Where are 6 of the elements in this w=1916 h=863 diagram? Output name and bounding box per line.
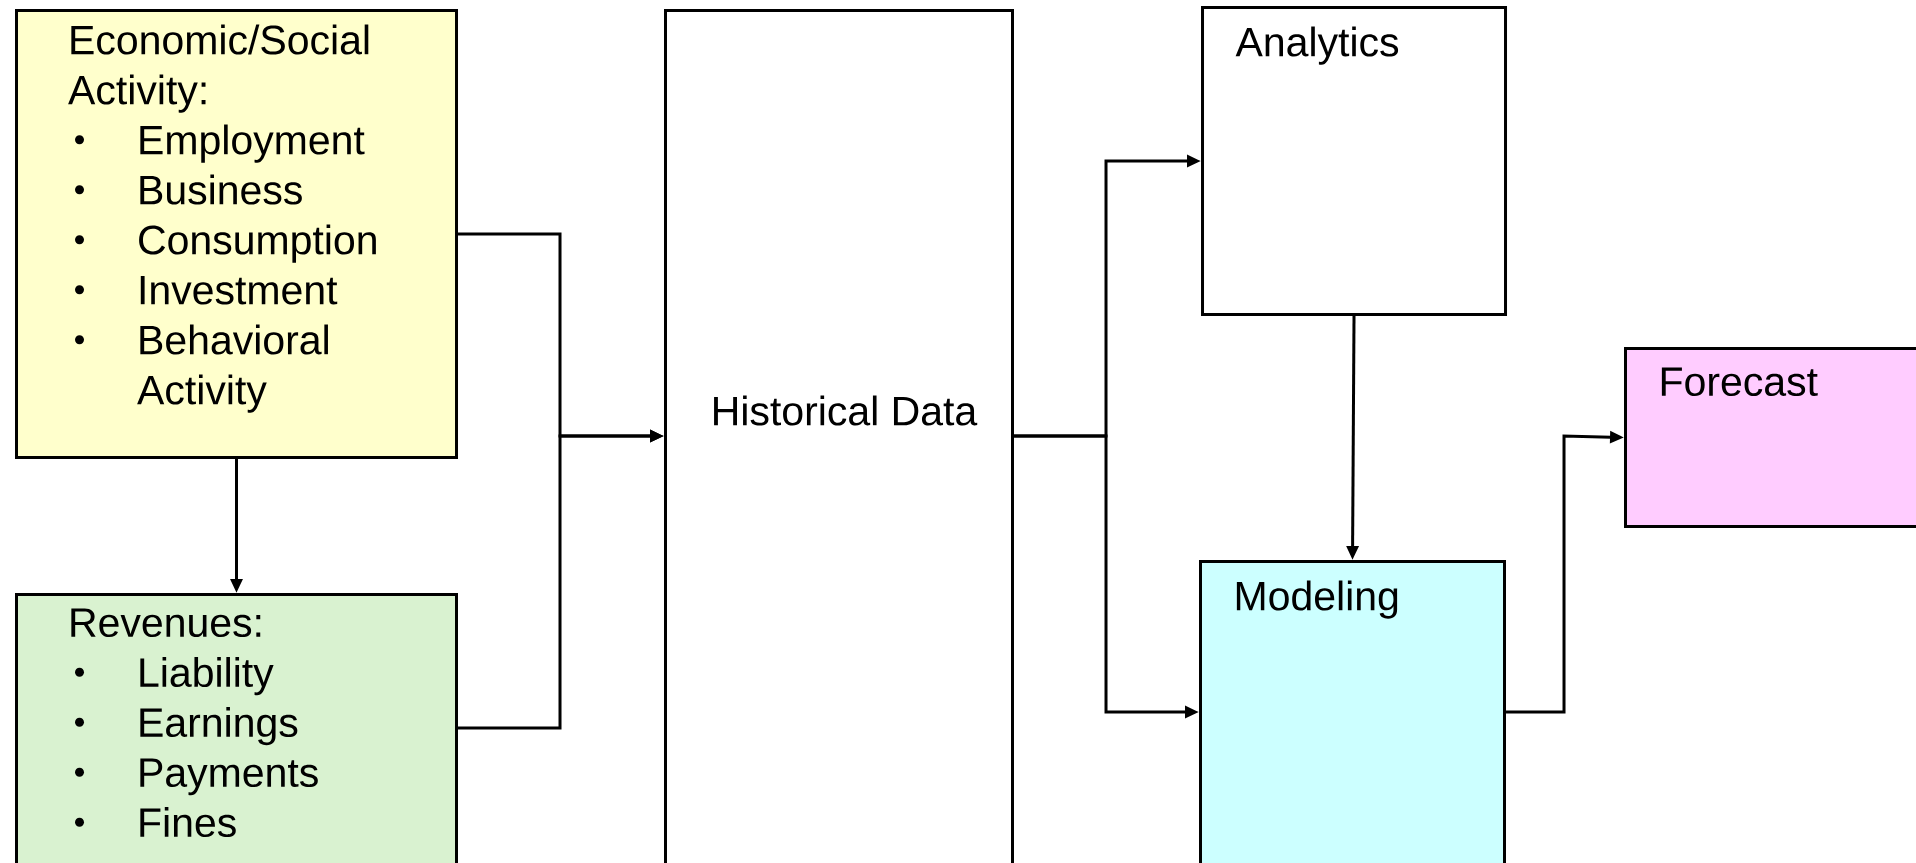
list-box: Revenues: Liability Earnings Payments Fines: [15, 593, 458, 863]
process-box: Modeling: [1199, 560, 1506, 863]
process-box: Analytics: [1201, 6, 1507, 316]
process-box: Forecast: [1624, 347, 1916, 528]
process-box: Historical Data: [664, 9, 1014, 863]
list-box: Economic/Social Activity: Employment Business Consumption Investment Behavioral Activity: [15, 9, 458, 459]
